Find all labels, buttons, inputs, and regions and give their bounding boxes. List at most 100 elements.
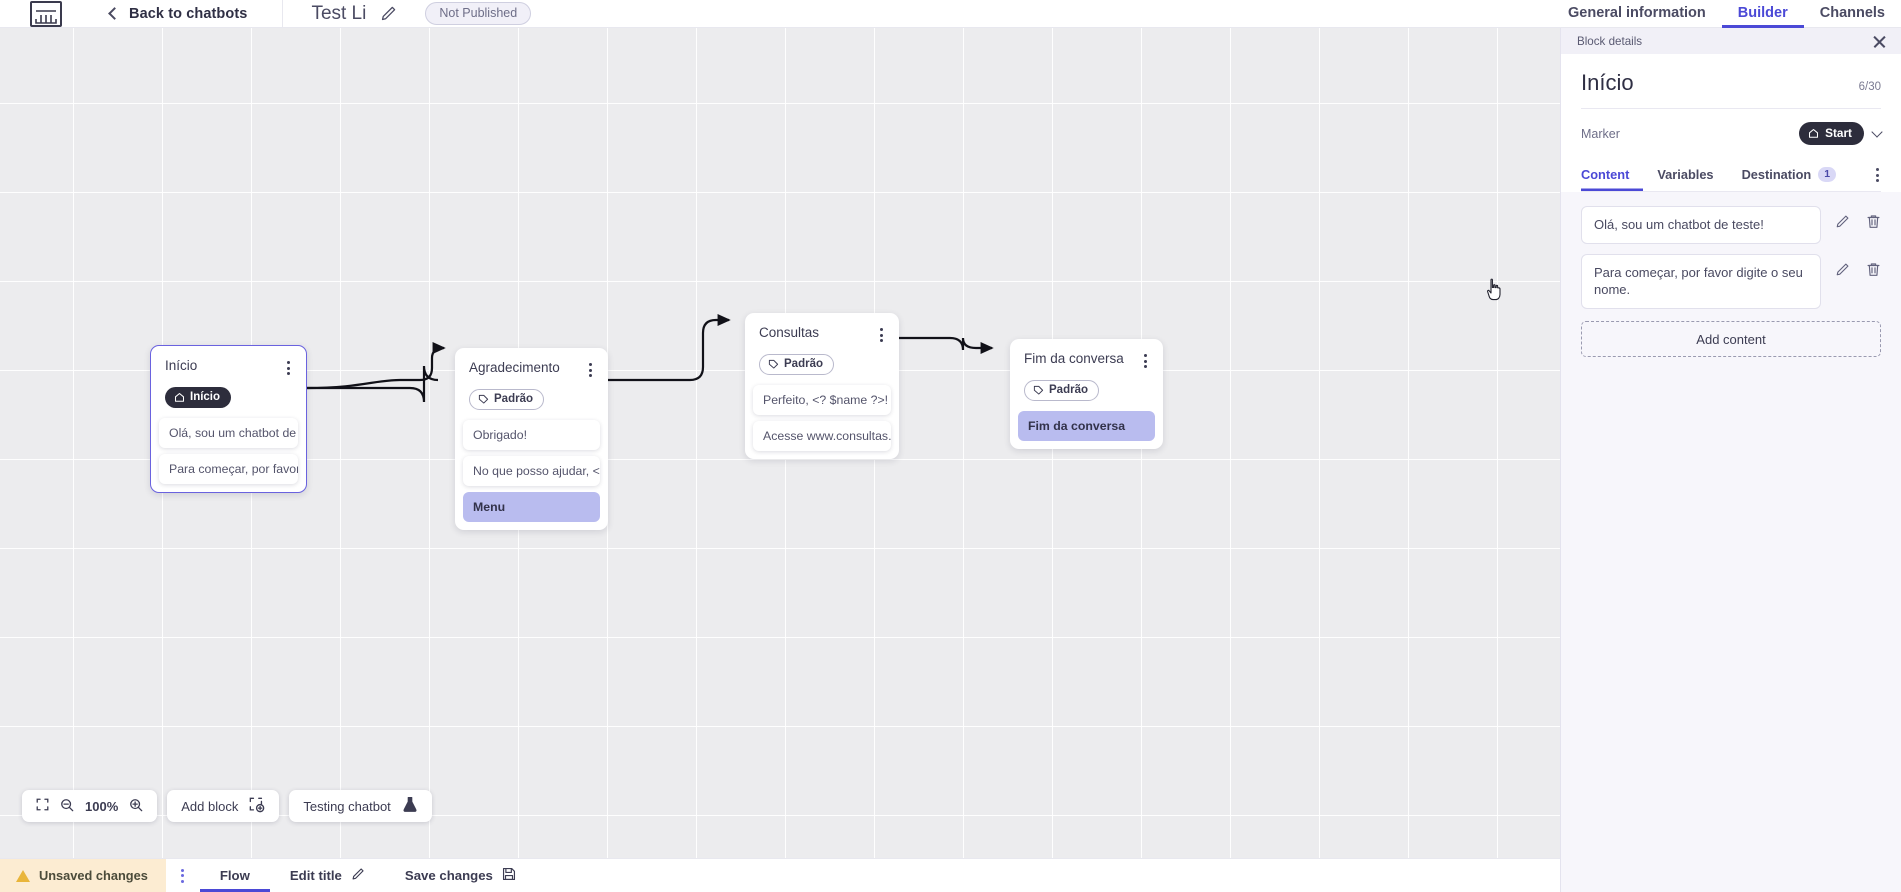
chevron-left-icon: [108, 7, 121, 20]
node-menu-icon[interactable]: [585, 360, 596, 380]
flow-node-inicio[interactable]: Início Início Olá, sou um chatbot de tes…: [150, 345, 307, 493]
chevron-down-icon[interactable]: [1871, 125, 1883, 138]
node-tag-label: Padrão: [1049, 384, 1088, 396]
node-tag-default: Padrão: [469, 389, 544, 410]
add-block-label: Add block: [181, 798, 239, 814]
flow-node-agradecimento[interactable]: Agradecimento Padrão Obrigado! No que po…: [455, 348, 608, 530]
testing-chatbot-label: Testing chatbot: [303, 798, 391, 814]
bottom-menu-icon[interactable]: [166, 859, 200, 892]
node-tag-default: Padrão: [759, 354, 834, 375]
marker-label: Marker: [1581, 126, 1620, 141]
zoom-in-icon[interactable]: [129, 798, 143, 815]
content-row-actions: [1821, 206, 1881, 229]
node-item-menu[interactable]: Menu: [463, 492, 600, 522]
zoom-out-icon[interactable]: [60, 798, 74, 815]
edit-pencil-icon[interactable]: [380, 5, 397, 22]
bottom-bar: Unsaved changes Flow Edit title Save cha…: [0, 858, 1560, 892]
flow-canvas[interactable]: Início Início Olá, sou um chatbot de tes…: [0, 28, 1560, 858]
tab-builder[interactable]: Builder: [1722, 5, 1804, 28]
back-to-chatbots-label: Back to chatbots: [129, 5, 248, 22]
node-item[interactable]: Para começar, por favor digite o ...: [159, 454, 298, 484]
panel-tab-destination[interactable]: Destination 1: [1728, 159, 1851, 191]
node-tag-label: Padrão: [494, 393, 533, 405]
panel-tab-content[interactable]: Content: [1581, 159, 1643, 191]
node-item-fim[interactable]: Fim da conversa: [1018, 411, 1155, 441]
unsaved-changes-label: Unsaved changes: [39, 868, 148, 883]
home-icon: [174, 392, 185, 402]
content-text-2[interactable]: Para começar, por favor digite o seu nom…: [1581, 254, 1821, 310]
node-items: Olá, sou um chatbot de teste! Para começ…: [151, 418, 306, 484]
edit-pencil-icon[interactable]: [1835, 214, 1850, 229]
bottom-tab-flow[interactable]: Flow: [200, 859, 270, 892]
testing-chatbot-button[interactable]: Testing chatbot: [289, 790, 432, 822]
delete-trash-icon[interactable]: [1866, 214, 1881, 229]
node-menu-icon[interactable]: [876, 325, 887, 345]
panel-header-label: Block details: [1577, 34, 1643, 48]
content-row-actions: [1821, 254, 1881, 277]
node-title: Consultas: [759, 325, 820, 340]
node-items: Fim da conversa: [1010, 411, 1163, 441]
node-tag-label: Padrão: [784, 358, 823, 370]
node-header: Fim da conversa: [1010, 339, 1163, 371]
node-menu-icon[interactable]: [283, 358, 294, 378]
tab-general-information[interactable]: General information: [1568, 5, 1706, 21]
panel-title-row: Início 6/30: [1581, 54, 1881, 108]
node-items: Perfeito, <? $name ?>! Acesse www.consul…: [745, 385, 899, 451]
close-icon[interactable]: [1872, 34, 1887, 49]
node-tag-label: Início: [190, 391, 221, 403]
node-item[interactable]: Perfeito, <? $name ?>!: [753, 385, 891, 415]
edit-pencil-icon[interactable]: [1835, 262, 1850, 277]
marker-control: Start: [1799, 122, 1883, 145]
bot-title-group: Test Li Not Published: [311, 2, 532, 25]
panel-tab-label: Variables: [1657, 167, 1714, 182]
node-menu-icon[interactable]: [1140, 351, 1151, 371]
panel-tab-variables[interactable]: Variables: [1643, 159, 1727, 191]
marker-start-pill[interactable]: Start: [1799, 122, 1864, 145]
status-badge: Not Published: [425, 2, 532, 25]
marker-row: Marker Start: [1581, 109, 1883, 157]
flow-node-fim-da-conversa[interactable]: Fim da conversa Padrão Fim da conversa: [1010, 339, 1163, 449]
panel-tabs: Content Variables Destination 1: [1581, 157, 1881, 192]
destination-count-badge: 1: [1818, 167, 1837, 182]
content-text-1[interactable]: Olá, sou um chatbot de teste!: [1581, 206, 1821, 245]
tag-icon: [768, 359, 779, 369]
panel-divider: [1581, 108, 1881, 109]
node-header: Início: [151, 346, 306, 378]
chatbot-logo-icon[interactable]: [30, 0, 62, 27]
block-details-panel: Block details Início 6/30 Marker Start: [1560, 28, 1901, 892]
node-header: Consultas: [745, 313, 899, 345]
node-item[interactable]: No que posso ajudar, <? $name ...: [463, 456, 600, 486]
flow-node-consultas[interactable]: Consultas Padrão Perfeito, <? $name ?>! …: [745, 313, 899, 459]
save-changes-label: Save changes: [404, 868, 493, 883]
panel-content-area: Olá, sou um chatbot de teste!: [1561, 192, 1901, 892]
fit-screen-icon[interactable]: [36, 798, 49, 814]
zoom-level: 100%: [85, 798, 119, 814]
header-divider: [282, 0, 284, 28]
back-to-chatbots-button[interactable]: Back to chatbots: [108, 0, 248, 28]
panel-more-icon[interactable]: [1874, 160, 1881, 190]
edit-pencil-icon: [351, 867, 365, 884]
content-row: Olá, sou um chatbot de teste!: [1581, 206, 1881, 245]
top-tabs: General information Builder Channels: [1552, 0, 1901, 28]
content-row: Para começar, por favor digite o seu nom…: [1581, 254, 1881, 310]
node-item[interactable]: Olá, sou um chatbot de teste!: [159, 418, 298, 448]
add-content-button[interactable]: Add content: [1581, 321, 1881, 358]
node-tag-default: Padrão: [1024, 380, 1099, 401]
home-icon: [1809, 128, 1819, 138]
tab-channels[interactable]: Channels: [1819, 5, 1885, 21]
node-title: Início: [165, 358, 198, 373]
add-block-button[interactable]: Add block: [167, 790, 280, 822]
delete-trash-icon[interactable]: [1866, 262, 1881, 277]
marker-value: Start: [1825, 126, 1852, 140]
node-item[interactable]: Obrigado!: [463, 420, 600, 450]
save-changes-button[interactable]: Save changes: [385, 859, 536, 892]
edit-title-label: Edit title: [289, 868, 342, 883]
node-item[interactable]: Acesse www.consultas.com par...: [753, 421, 891, 451]
canvas-toolbar: 100% Add block Testing chatbot: [22, 790, 432, 822]
node-title: Agradecimento: [469, 360, 560, 375]
node-items: Obrigado! No que posso ajudar, <? $name …: [455, 420, 608, 522]
zoom-controls[interactable]: 100%: [22, 790, 158, 822]
edit-title-button[interactable]: Edit title: [270, 859, 385, 892]
node-tag-start: Início: [165, 387, 232, 408]
